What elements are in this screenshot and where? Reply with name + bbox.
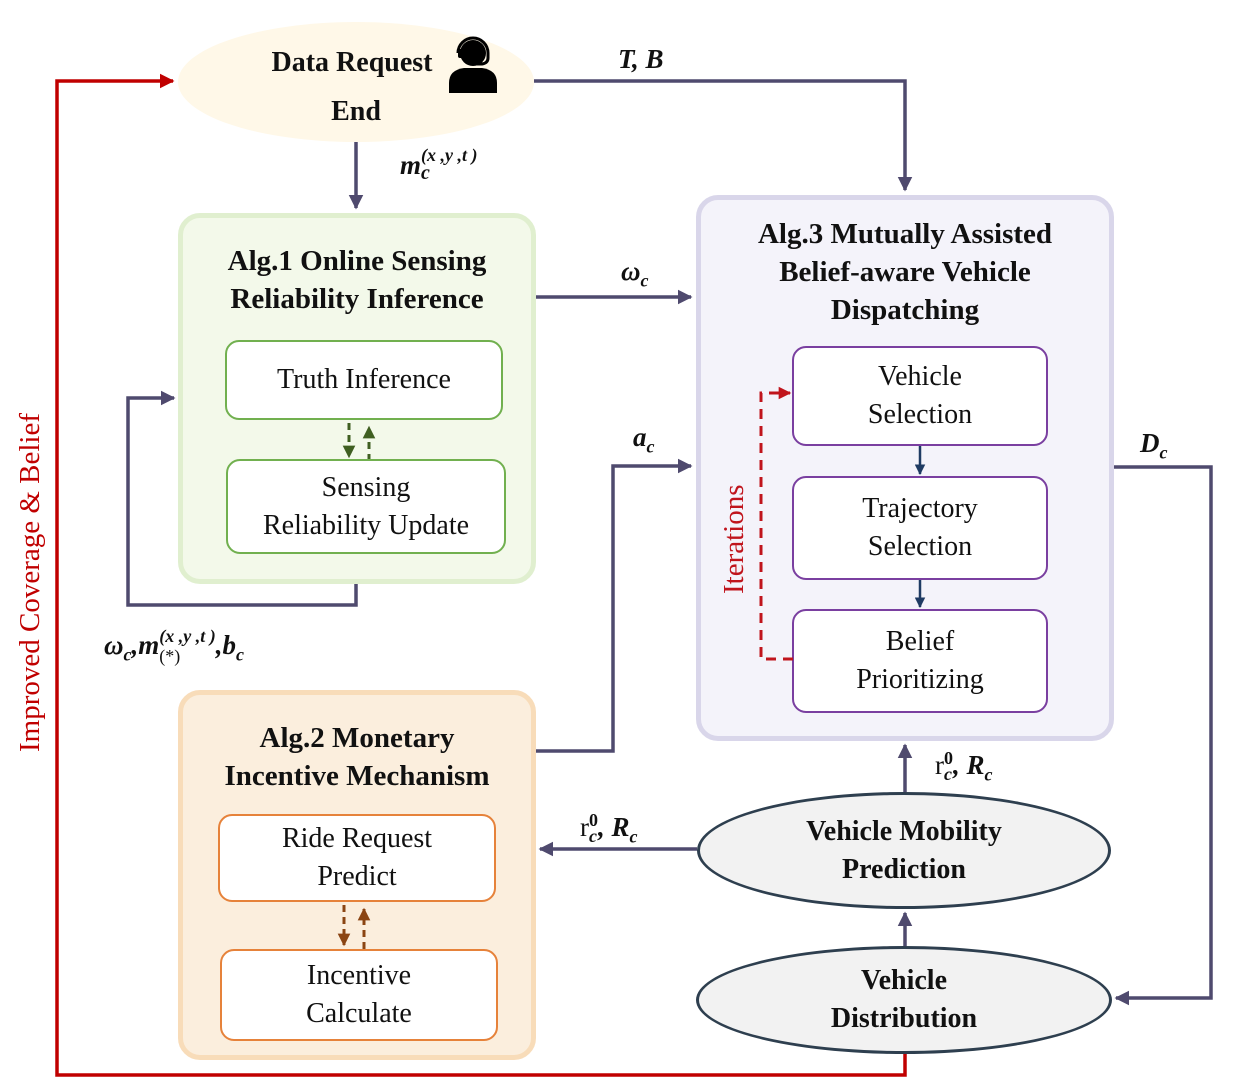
m-superscript: (x ,y ,t ) — [421, 145, 478, 165]
step-incentive-label-line1: Incentive — [306, 960, 412, 991]
d-subscript: c — [1159, 442, 1168, 463]
step-sensing-label-line2: Reliability Update — [262, 509, 470, 541]
R-subscript: c — [629, 826, 638, 847]
alg2-title-line2: Incentive Mechanism — [224, 760, 490, 792]
r-symbol: r — [580, 812, 589, 842]
step-trajectory-selection-line2: Selection — [867, 531, 973, 562]
alg3-title: Alg.3 Mutually Assisted Belief-aware Veh… — [701, 215, 1109, 329]
a-subscript: c — [646, 436, 655, 457]
edge-label-d-c: Dc — [1140, 428, 1168, 467]
r-superscript: 0 — [589, 809, 598, 830]
feedback-b-subscript: c — [236, 644, 245, 665]
alg2-title: Alg.2 Monetary Incentive Mechanism — [183, 719, 531, 795]
arrow-alg1-self-loop — [126, 390, 358, 607]
iterations-label: Iterations — [718, 484, 750, 594]
alg2-title-line1: Alg.2 Monetary — [259, 722, 455, 754]
step-ride-request-label-line1: Ride Request — [281, 823, 433, 854]
feedback-omega-subscript: c — [123, 644, 132, 665]
feedback-arrow-coverage-belief — [55, 73, 907, 1077]
alg3-title-line2: Belief-aware Vehicle — [779, 256, 1031, 288]
data-request-label: Data Request — [271, 47, 433, 78]
alg2-bidirectional-dashed-arrows — [337, 905, 371, 949]
arrow-alg2-to-alg3 — [536, 458, 693, 753]
alg1-title-line2: Reliability Inference — [230, 283, 484, 315]
r-subscript: c — [589, 825, 597, 846]
arrow-request-to-alg3 — [534, 79, 913, 192]
step-incentive-label-line2: Calculate — [306, 998, 412, 1029]
step-belief-prioritizing-line2: Prioritizing — [856, 664, 984, 695]
vehicle-distribution-node[interactable]: Vehicle Distribution — [696, 946, 1112, 1054]
a-symbol: a — [633, 422, 647, 452]
edge-label-feedback-omega-m-b: ωc,m(x ,y ,t )(*),bc — [104, 626, 245, 670]
alg3-title-line1: Alg.3 Mutually Assisted — [757, 218, 1053, 250]
edge-label-omega-c: ωc — [621, 256, 649, 295]
vehicle-mobility-label-line1: Vehicle Mobility — [806, 815, 1002, 847]
R-symbol: R — [966, 750, 985, 780]
separator: , — [598, 812, 605, 842]
arrow-alg3-to-distribution — [1114, 465, 1213, 1006]
separator: , — [215, 630, 223, 661]
separator: , — [131, 630, 139, 661]
iteration-loop-arrow — [759, 386, 793, 661]
step-sensing-label-line1: Sensing — [321, 471, 411, 503]
step-belief-prioritizing[interactable]: Belief Prioritizing — [792, 609, 1048, 713]
r-symbol: r — [935, 750, 944, 780]
step-trajectory-selection-line1: Trajectory — [862, 493, 978, 524]
vehicle-distribution-label-line2: Distribution — [830, 1003, 978, 1034]
step-truth-inference-label: Truth Inference — [277, 364, 451, 395]
data-request-end-label: End — [331, 96, 381, 127]
edge-label-t-b: T, B — [618, 44, 664, 74]
improved-coverage-belief-label: Improved Coverage & Belief — [14, 412, 46, 752]
alg1-title-line1: Alg.1 Online Sensing — [227, 245, 487, 277]
alg3-internal-arrows — [759, 386, 926, 661]
step-sensing-reliability-update[interactable]: Sensing Reliability Update — [226, 459, 506, 554]
step-vehicle-selection[interactable]: Vehicle Selection — [792, 346, 1048, 446]
omega-symbol: ω — [621, 256, 641, 286]
feedback-m-superscript: (x ,y ,t ) — [159, 626, 216, 646]
feedback-omega-symbol: ω — [104, 630, 124, 661]
omega-subscript: c — [640, 270, 649, 291]
data-request-end-node[interactable]: Data Request End — [178, 22, 534, 142]
feedback-b-symbol: b — [222, 630, 237, 661]
step-vehicle-selection-line1: Vehicle — [878, 361, 962, 392]
edge-label-m-c-xyt: m(x ,y ,t )c — [400, 146, 478, 186]
step-truth-inference[interactable]: Truth Inference — [225, 340, 503, 420]
m-symbol: m — [400, 150, 422, 181]
R-subscript: c — [984, 764, 993, 785]
step-incentive-calculate[interactable]: Incentive Calculate — [220, 949, 498, 1041]
step-ride-request-predict[interactable]: Ride Request Predict — [218, 814, 496, 902]
vehicle-distribution-label-line1: Vehicle — [860, 965, 948, 996]
vehicle-mobility-prediction-node[interactable]: Vehicle Mobility Prediction — [697, 792, 1111, 909]
vehicle-mobility-label-line2: Prediction — [842, 853, 966, 885]
edge-label-a-c: ac — [633, 422, 655, 461]
r-subscript: c — [944, 763, 952, 784]
step-trajectory-selection[interactable]: Trajectory Selection — [792, 476, 1048, 580]
alg1-bidirectional-dashed-arrows — [342, 423, 376, 461]
r-superscript: 0 — [944, 747, 953, 768]
feedback-m-symbol: m — [138, 630, 160, 661]
feedback-m-subscript: (*) — [159, 646, 181, 666]
d-symbol: D — [1140, 428, 1160, 458]
customer-service-agent-icon — [445, 33, 503, 93]
alg1-online-sensing-reliability-inference[interactable]: Alg.1 Online Sensing Reliability Inferen… — [178, 213, 536, 584]
step-vehicle-selection-line2: Selection — [867, 399, 973, 430]
alg3-belief-aware-vehicle-dispatching[interactable]: Alg.3 Mutually Assisted Belief-aware Veh… — [696, 195, 1114, 741]
step-belief-prioritizing-line1: Belief — [885, 626, 955, 657]
R-symbol: R — [611, 812, 630, 842]
alg3-title-line3: Dispatching — [830, 294, 980, 326]
separator: , — [953, 750, 960, 780]
step-ride-request-label-line2: Predict — [317, 861, 397, 892]
alg2-monetary-incentive-mechanism[interactable]: Alg.2 Monetary Incentive Mechanism Ride … — [178, 690, 536, 1060]
m-subscript: c — [421, 162, 430, 184]
alg1-title: Alg.1 Online Sensing Reliability Inferen… — [183, 242, 531, 318]
